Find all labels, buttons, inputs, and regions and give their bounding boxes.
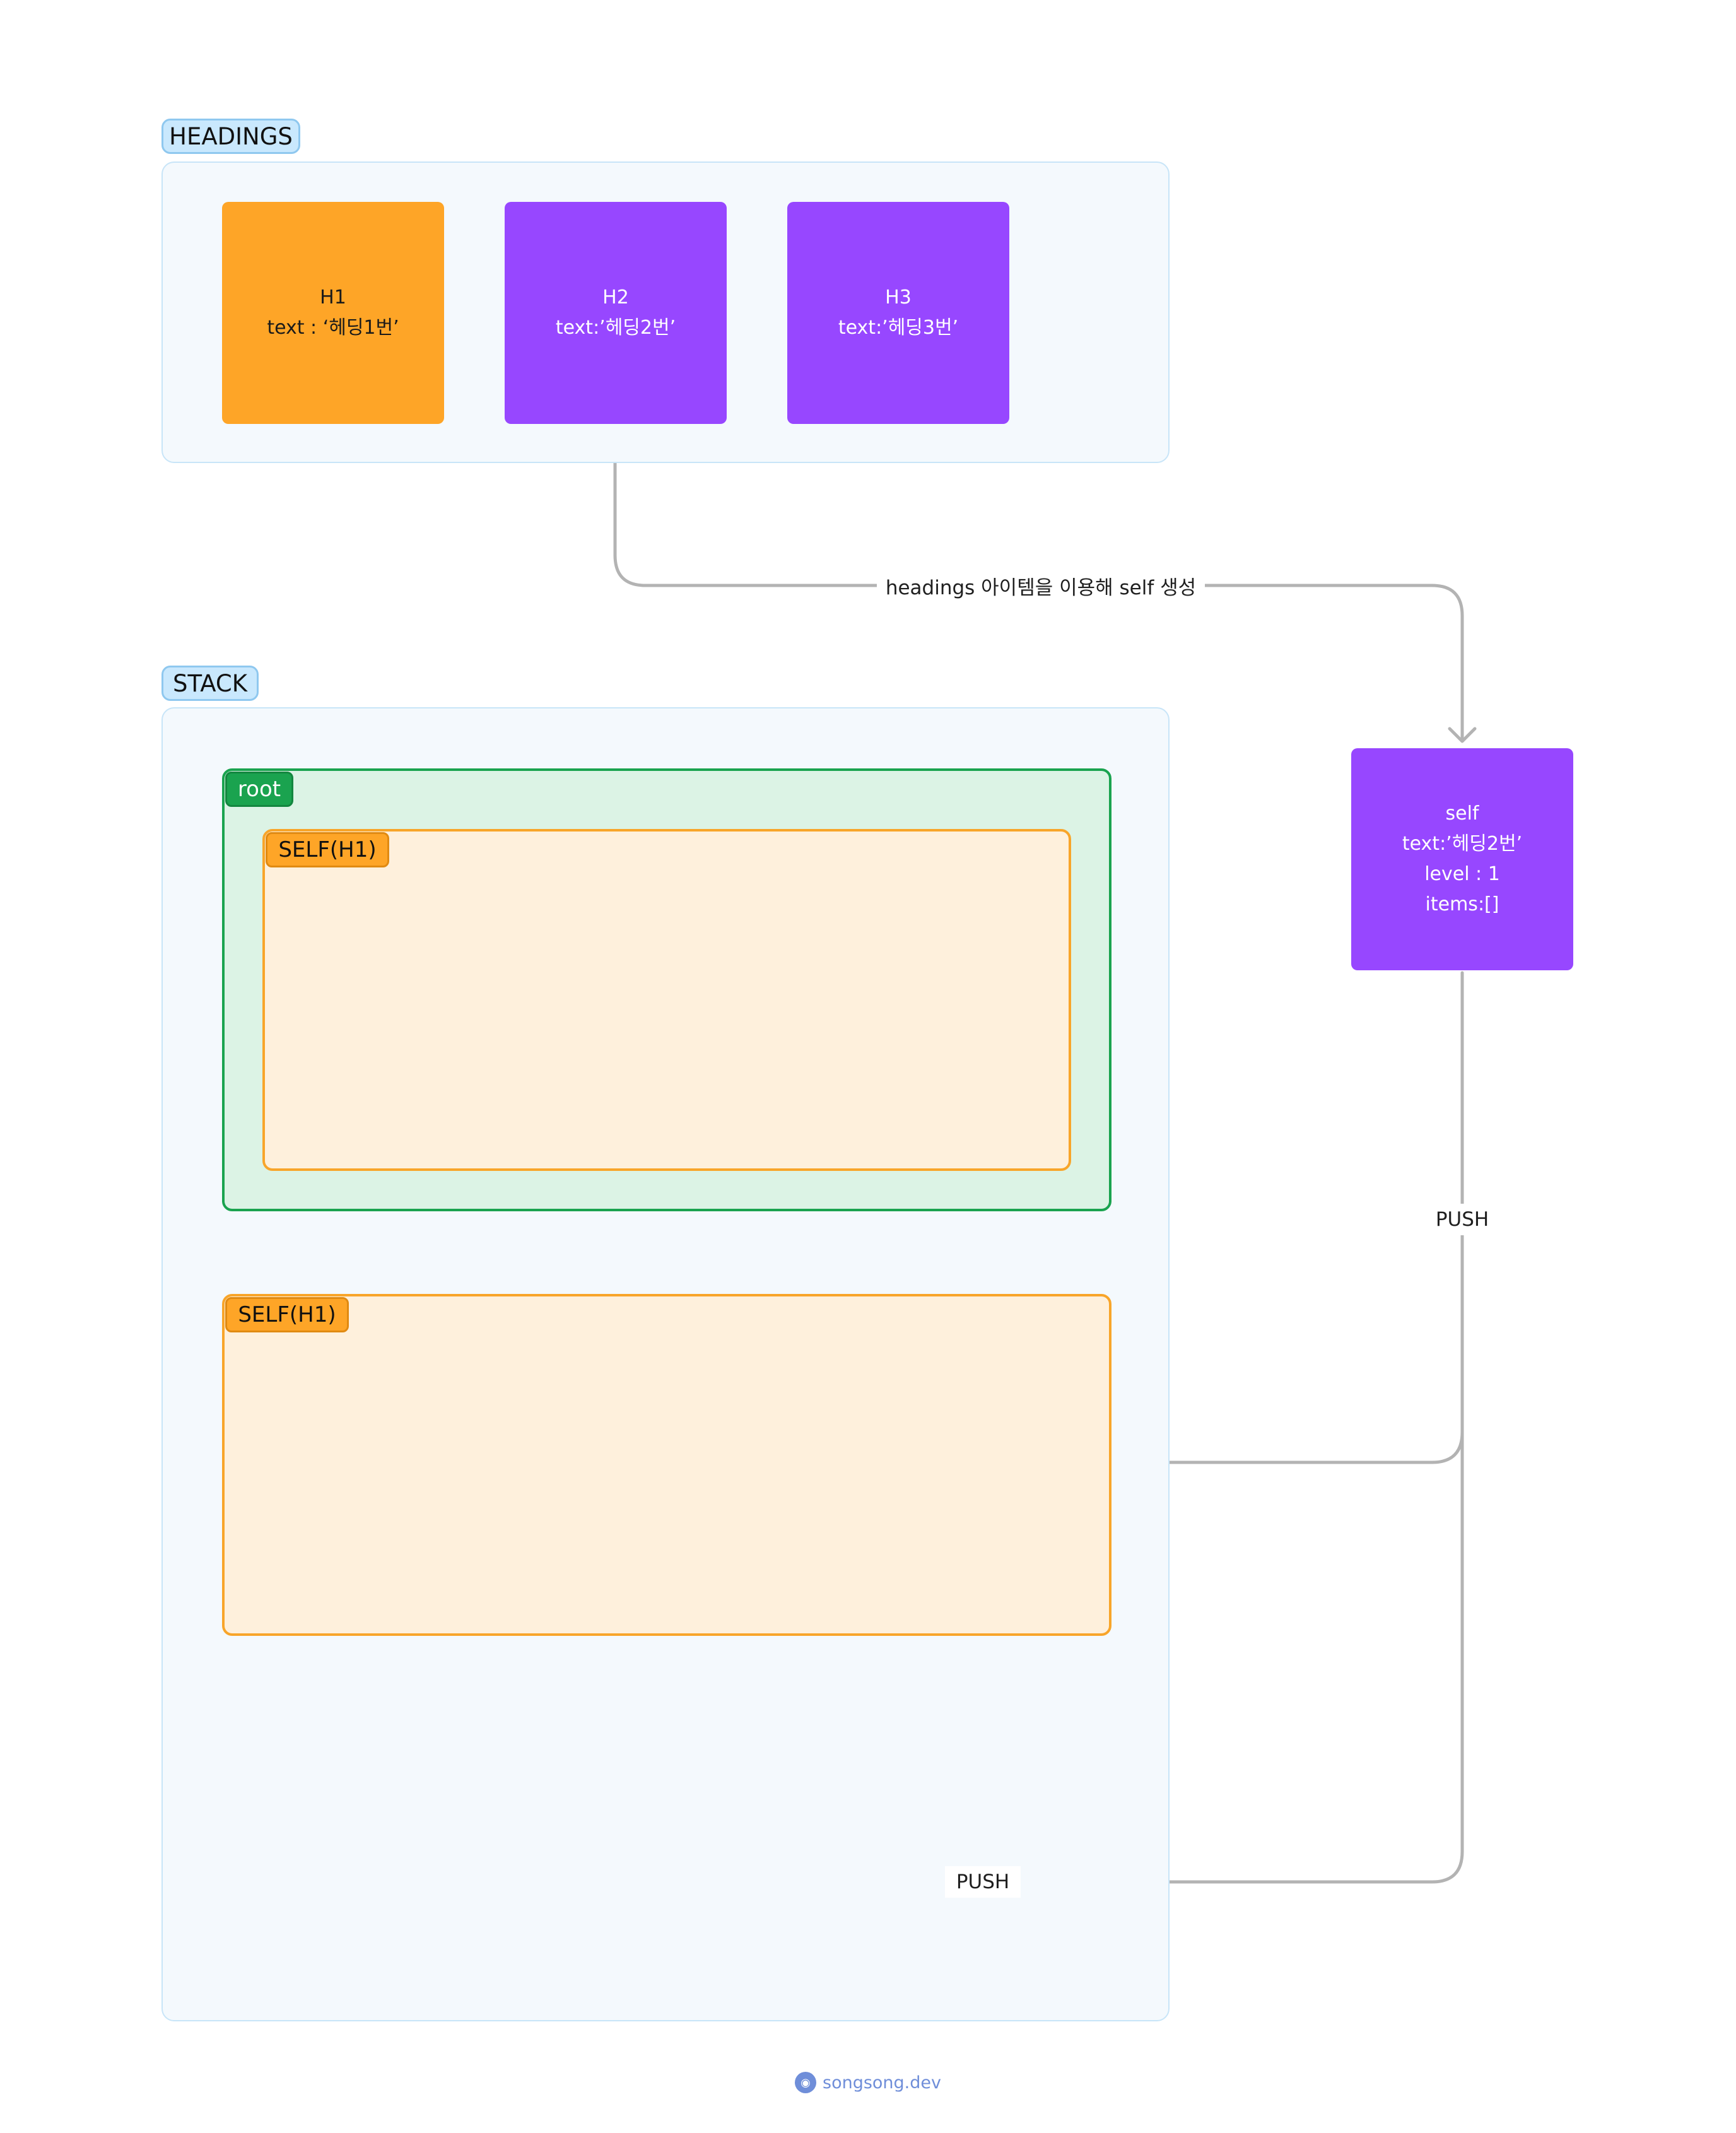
self-node-line: self <box>1445 802 1479 825</box>
heading-card-h1[interactable]: H1 text : ‘헤딩1번’ <box>222 202 444 424</box>
heading-card-text: text : ‘헤딩1번’ <box>267 317 399 339</box>
self-node-line: items:[] <box>1425 893 1499 915</box>
inner-self-group <box>262 829 1071 1171</box>
edge-label-push-2: PUSH <box>945 1866 1021 1898</box>
globe-icon: ◉ <box>795 2072 816 2093</box>
stack-label: STACK <box>161 666 259 701</box>
headings-label: HEADINGS <box>161 119 300 154</box>
heading-card-text: text:’헤딩2번’ <box>555 317 676 339</box>
footer-brand-text: songsong.dev <box>823 2072 941 2093</box>
edge-label-create-self: headings 아이템을 이용해 self 생성 <box>877 569 1205 602</box>
heading-card-title: H3 <box>885 286 912 308</box>
edge-label-push-1: PUSH <box>1424 1204 1500 1235</box>
outer-self-tag: SELF(H1) <box>225 1297 349 1332</box>
heading-card-title: H1 <box>320 286 346 308</box>
self-node-line: text:’헤딩2번’ <box>1402 833 1523 855</box>
connector-self-to-push <box>503 1430 1464 1884</box>
inner-self-tag: SELF(H1) <box>266 832 389 867</box>
heading-card-text: text:’헤딩3번’ <box>838 317 959 339</box>
self-node[interactable]: self text:’헤딩2번’ level : 1 items:[] <box>1351 748 1573 970</box>
outer-self-group <box>222 1294 1111 1636</box>
footer-brand[interactable]: ◉ songsong.dev <box>773 2068 963 2097</box>
heading-card-h2[interactable]: H2 text:’헤딩2번’ <box>505 202 727 424</box>
root-tag: root <box>225 772 293 807</box>
heading-card-title: H2 <box>602 286 629 308</box>
heading-card-h3[interactable]: H3 text:’헤딩3번’ <box>787 202 1009 424</box>
self-node-line: level : 1 <box>1424 863 1500 885</box>
arrowhead-self <box>1448 727 1477 743</box>
